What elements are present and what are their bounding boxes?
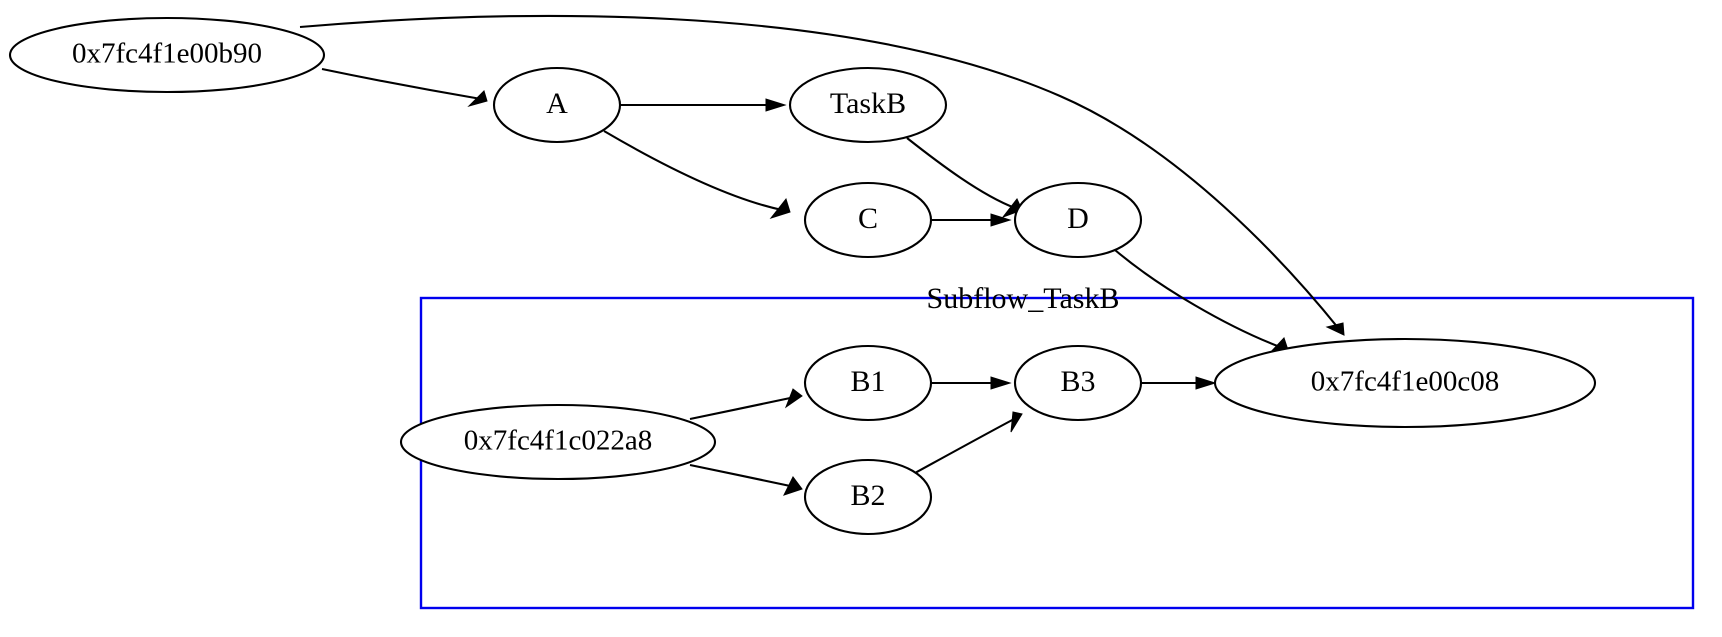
edge-B2-to-B3 [914, 411, 1023, 474]
edge-line [299, 14, 1340, 330]
edge-start-to-A [321, 67, 488, 107]
edge-line [321, 67, 482, 101]
edge-line [914, 417, 1017, 474]
edge-line [689, 395, 796, 421]
edge-C-to-D [931, 213, 1012, 227]
edge-layer [299, 14, 1345, 496]
arrowhead-icon [467, 90, 488, 107]
node-D[interactable]: D [1013, 181, 1143, 259]
arrowhead-icon [784, 388, 803, 409]
node-start[interactable]: 0x7fc4f1e00b90 [8, 16, 326, 94]
edge-line [603, 130, 783, 212]
edge-start-to-end [299, 14, 1345, 336]
edge-line [906, 137, 1016, 209]
node-label: 0x7fc4f1c022a8 [464, 425, 652, 457]
arrowhead-icon [769, 197, 791, 219]
node-label: D [1067, 202, 1089, 235]
arrowhead-icon [990, 376, 1012, 390]
node-label: B3 [1060, 365, 1095, 398]
edge-B1-to-B3 [931, 376, 1012, 390]
arrowhead-icon [1325, 322, 1345, 336]
arrowhead-icon [765, 98, 787, 112]
node-B3[interactable]: B3 [1013, 344, 1143, 422]
node-label: A [546, 87, 568, 120]
node-shape[interactable] [399, 403, 717, 481]
edge-A-to-C [603, 130, 791, 219]
edge-A-to-TaskB [620, 98, 787, 112]
node-A[interactable]: A [492, 66, 622, 144]
arrowhead-icon [783, 476, 803, 496]
node-B2[interactable]: B2 [803, 458, 933, 536]
node-label: B1 [850, 365, 885, 398]
node-shape[interactable] [803, 458, 933, 536]
edge-B3-to-end [1141, 376, 1217, 390]
node-B1[interactable]: B1 [803, 344, 933, 422]
cluster-cluster_subflow: Subflow_TaskB [419, 282, 1695, 610]
node-shape[interactable] [8, 16, 326, 94]
node-shape[interactable] [1013, 181, 1143, 259]
edge-line [689, 463, 796, 489]
node-label: C [858, 202, 878, 235]
node-shape[interactable] [492, 66, 622, 144]
edge-substart-to-B1 [689, 388, 803, 421]
edge-substart-to-B2 [689, 463, 803, 496]
edge-line [1114, 249, 1281, 348]
node-label: TaskB [830, 87, 906, 120]
arrowhead-icon [990, 213, 1012, 227]
node-shape[interactable] [1213, 337, 1597, 429]
node-label: 0x7fc4f1e00c08 [1311, 366, 1499, 398]
node-shape[interactable] [803, 181, 933, 259]
node-shape[interactable] [803, 344, 933, 422]
node-C[interactable]: C [803, 181, 933, 259]
node-shape[interactable] [1013, 344, 1143, 422]
node-label: 0x7fc4f1e00b90 [72, 38, 262, 70]
node-label: B2 [850, 479, 885, 512]
arrowhead-icon [1195, 376, 1217, 390]
cluster-label: Subflow_TaskB [927, 282, 1120, 315]
node-TaskB[interactable]: TaskB [788, 66, 948, 144]
node-substart[interactable]: 0x7fc4f1c022a8 [399, 403, 717, 481]
arrowhead-icon [1010, 411, 1023, 433]
node-shape[interactable] [788, 66, 948, 144]
node-end[interactable]: 0x7fc4f1e00c08 [1213, 337, 1597, 429]
edge-D-to-end [1114, 249, 1289, 356]
cluster-layer: Subflow_TaskB [419, 282, 1695, 610]
